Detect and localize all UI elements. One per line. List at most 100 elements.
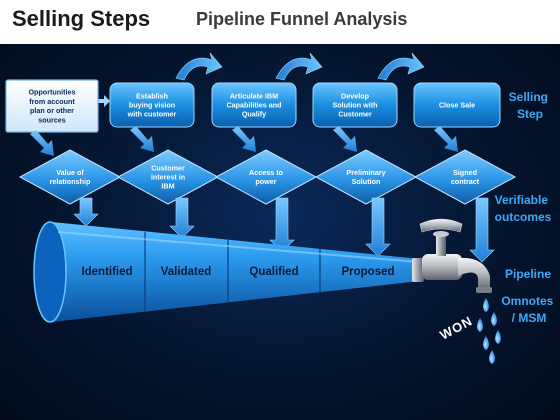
funnel-stage-label: Qualified xyxy=(249,266,298,278)
step-label: Close Sale xyxy=(439,101,475,110)
down-arrow-icon xyxy=(169,197,195,239)
diagonal-arrow-icon xyxy=(333,126,357,152)
faucet-connector xyxy=(412,258,424,282)
selling-step-label-line: Selling xyxy=(509,90,548,104)
funnel-stage-label: Identified xyxy=(81,266,132,278)
outcome-label-line: interest in xyxy=(151,173,185,182)
omnotes-label: Omnotes / MSM xyxy=(501,294,556,325)
curved-arrows xyxy=(175,52,425,81)
water-drop-icon xyxy=(491,312,497,326)
outcome-label-line: IBM xyxy=(161,182,174,191)
step-label-line: from account xyxy=(29,97,75,106)
selling-step-label: Selling Step xyxy=(509,90,552,121)
won-label: WON xyxy=(437,313,475,343)
step-box xyxy=(109,82,195,128)
right-arrow-icon xyxy=(98,95,110,107)
faucet xyxy=(412,218,492,293)
step-label-line: plan or other xyxy=(30,106,74,115)
down-arrow-icon xyxy=(365,197,391,257)
step-label-line: Solution with xyxy=(332,101,377,110)
step-label-line: sources xyxy=(38,115,66,124)
faucet-spout xyxy=(458,257,490,290)
outcome-diamond xyxy=(314,149,418,205)
water-drop-icon xyxy=(483,336,489,350)
step-box xyxy=(211,82,297,128)
slide-subtitle: Pipeline Funnel Analysis xyxy=(196,9,408,29)
diagonal-arrow-icon xyxy=(232,126,256,152)
funnel-body xyxy=(44,222,420,322)
title-bar: Selling Steps Pipeline Funnel Analysis xyxy=(0,0,560,44)
step-box xyxy=(5,79,99,133)
omnotes-label-line: Omnotes xyxy=(501,294,553,308)
outcome-diamond xyxy=(18,149,122,205)
outcome-diamond xyxy=(413,149,517,205)
outcome-label-line: Signed xyxy=(453,168,477,177)
outcome-label-line: power xyxy=(255,177,276,186)
verifiable-outcomes-label: Verifiable outcomes xyxy=(495,193,552,224)
down-arrow-icon xyxy=(269,197,295,253)
diagonal-arrows xyxy=(30,126,458,156)
verifiable-outcomes xyxy=(18,149,517,205)
verifiable-outcomes-label-line: outcomes xyxy=(495,210,552,224)
funnel-mouth xyxy=(33,221,67,323)
faucet-stem xyxy=(436,236,446,256)
down-arrow-icon xyxy=(73,197,99,227)
outcome-label-line: Solution xyxy=(352,177,381,186)
faucet-handle-icon xyxy=(419,218,463,233)
funnel-stages: Identified Validated Qualified Proposed xyxy=(81,266,394,278)
selling-step-label-line: Step xyxy=(517,107,543,121)
step-label-line: with customer xyxy=(127,110,177,119)
step-label-line: Opportunities xyxy=(28,88,75,97)
step-label-line: buying vision xyxy=(129,101,175,110)
water-drop-icon xyxy=(489,350,495,364)
outcome-label-line: Access to xyxy=(249,168,284,177)
water-drop-icon xyxy=(477,318,483,332)
curved-arrow-icon xyxy=(175,52,223,81)
down-arrow-icon xyxy=(469,197,495,263)
diagonal-arrow-icon xyxy=(30,130,54,156)
diagonal-arrow-icon xyxy=(434,126,458,152)
step-box xyxy=(312,82,398,128)
funnel-stage-label: Validated xyxy=(161,266,212,278)
curved-arrow-icon xyxy=(275,52,323,81)
selling-steps xyxy=(5,79,501,133)
water-drops xyxy=(477,298,501,364)
step-label-line: Qualify xyxy=(242,110,266,119)
outcome-label-line: Preliminary xyxy=(346,168,385,177)
outcome-diamond xyxy=(214,149,318,205)
pipeline-label: Pipeline xyxy=(505,267,551,281)
outcome-diamond xyxy=(116,149,220,205)
outcome-label-line: Customer xyxy=(151,164,185,173)
step-label-line: Develop xyxy=(341,91,370,100)
faucet-handle-cap xyxy=(433,231,449,237)
funnel xyxy=(33,221,420,323)
step-label-line: Articulate IBM xyxy=(230,91,278,100)
faucet-spout-tip xyxy=(476,287,492,293)
step-label-line: Capabilities and xyxy=(226,101,281,110)
step-box xyxy=(413,82,501,128)
water-drop-icon xyxy=(483,298,489,312)
step-label-line: Close Sale xyxy=(439,101,475,110)
water-drop-icon xyxy=(495,330,501,344)
outcome-label-line: relationship xyxy=(50,177,91,186)
slide-title: Selling Steps xyxy=(12,6,151,31)
outcome-label-line: contract xyxy=(451,177,480,186)
diagonal-arrow-icon xyxy=(130,126,154,152)
omnotes-label-line: / MSM xyxy=(512,311,547,325)
outcome-label-line: Value of xyxy=(56,168,84,177)
funnel-stage-label: Proposed xyxy=(341,266,394,278)
verifiable-outcomes-label-line: Verifiable xyxy=(495,193,549,207)
curved-arrow-icon xyxy=(377,52,425,81)
